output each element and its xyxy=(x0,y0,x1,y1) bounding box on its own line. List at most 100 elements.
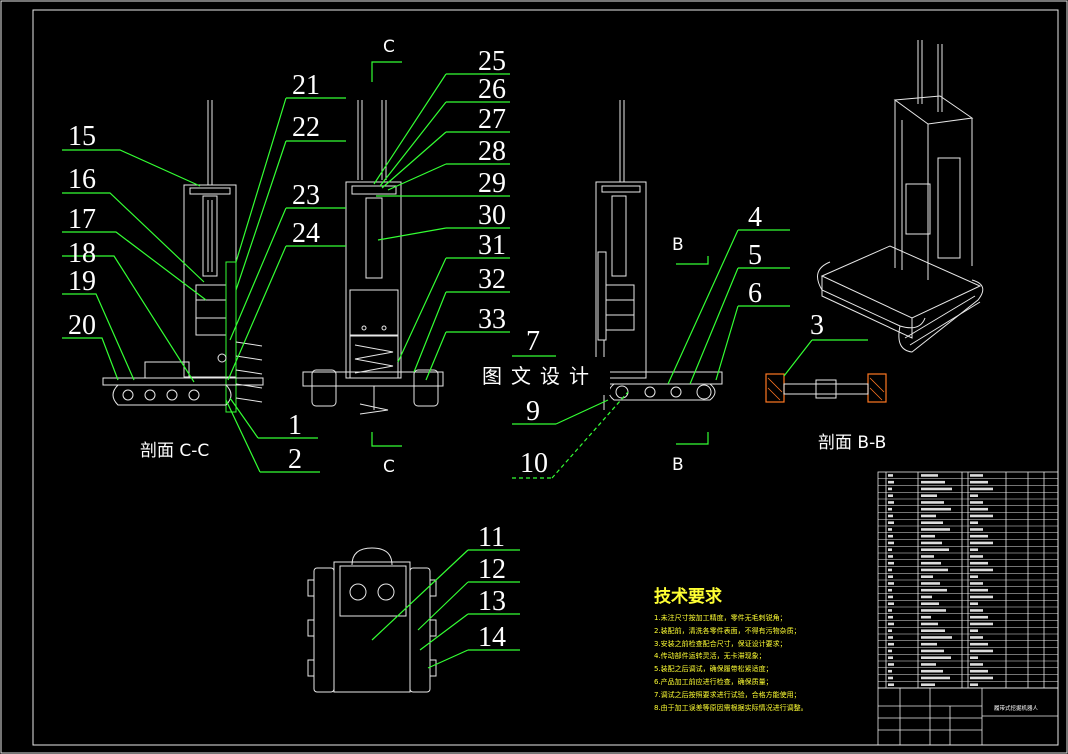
requirement-item: 2.装配前，清洗各零件表面，不得有污物杂质； xyxy=(654,626,801,635)
part-number: 20 xyxy=(68,310,96,341)
parts-list-entry-mark xyxy=(921,588,947,592)
parts-list-entry-mark xyxy=(921,528,950,531)
part-number: 5 xyxy=(748,240,762,271)
parts-list-entry-mark xyxy=(970,663,983,666)
parts-list-entry-mark xyxy=(888,487,892,491)
parts-list-entry-mark xyxy=(970,676,993,680)
parts-list-entry-mark xyxy=(921,683,935,686)
parts-list-entry-mark xyxy=(888,474,893,477)
parts-list-entry-mark xyxy=(888,636,893,639)
part-number: 27 xyxy=(478,104,506,135)
requirement-item: 1.未注尺寸按加工精度，零件无毛刺锐角； xyxy=(654,614,787,622)
parts-list-entry-mark xyxy=(921,555,934,558)
cut-b-bottom-label: B xyxy=(672,455,684,475)
parts-list-entry-mark xyxy=(970,683,978,686)
parts-list-entry-mark xyxy=(888,656,893,659)
parts-list-entry-mark xyxy=(970,480,988,484)
part-number: 6 xyxy=(748,278,762,309)
parts-list-entry-mark xyxy=(921,568,948,572)
part-number: 18 xyxy=(68,238,96,269)
part-number: 15 xyxy=(68,121,96,152)
parts-list-entry-mark xyxy=(970,474,983,477)
parts-list-entry-mark xyxy=(888,588,892,592)
parts-list-entry-mark xyxy=(888,582,894,585)
parts-list-entry-mark xyxy=(921,609,946,612)
parts-list-entry-mark xyxy=(970,561,988,565)
parts-list-entry-mark xyxy=(921,622,938,626)
cut-plane-markers xyxy=(371,61,709,447)
parts-list-entry-mark xyxy=(888,555,893,558)
parts-list-entry-mark xyxy=(888,494,893,497)
parts-list-entry-mark xyxy=(921,642,937,646)
left-view-drawing xyxy=(102,100,264,413)
part-number: 30 xyxy=(478,200,506,231)
parts-list-entry-mark xyxy=(921,602,939,605)
parts-list-entry-mark xyxy=(888,683,894,686)
parts-list-entry-mark xyxy=(970,595,993,599)
parts-list-entry-mark xyxy=(921,501,944,504)
technical-requirements-list: 1.未注尺寸按加工精度，零件无毛刺锐角； 2.装配前，清洗各零件表面，不得有污物… xyxy=(654,612,808,714)
section-bb-label: 剖面 B-B xyxy=(818,433,886,453)
parts-list-entry-mark xyxy=(970,541,993,545)
part-number: 29 xyxy=(478,168,506,199)
requirement-item: 7.调试之后按照要求进行试验，合格方能使用； xyxy=(654,690,801,699)
part-number: 2 xyxy=(288,444,302,475)
parts-list-entry-mark xyxy=(888,548,892,551)
parts-list-entry-mark xyxy=(888,669,892,673)
parts-list-entries xyxy=(888,474,993,686)
parts-list-entry-mark xyxy=(888,528,892,531)
part-number: 25 xyxy=(478,46,506,77)
parts-list-entry-mark xyxy=(888,568,892,572)
parts-list-entry-mark xyxy=(921,507,951,511)
part-number: 21 xyxy=(292,70,320,101)
parts-list-entry-mark xyxy=(888,615,893,619)
parts-list-entry-mark xyxy=(970,528,983,531)
parts-list-entry-mark xyxy=(888,642,894,646)
parts-list-entry-mark xyxy=(970,602,978,605)
parts-list-entry-mark xyxy=(970,575,978,578)
parts-list-entry-mark xyxy=(921,548,949,551)
watermark: 图文设计 xyxy=(470,357,610,395)
parts-list-entry-mark xyxy=(888,541,894,545)
parts-list-entry-mark xyxy=(970,669,988,673)
requirement-item: 8.由于加工误差等原因需根据实际情况进行调整。 xyxy=(654,703,808,712)
parts-list-entry-mark xyxy=(921,534,935,538)
part-number: 12 xyxy=(478,554,506,585)
parts-list-entry-mark xyxy=(921,521,943,524)
parts-list-entry-mark xyxy=(921,636,952,639)
part-number: 13 xyxy=(478,586,506,617)
parts-list-entry-mark xyxy=(921,629,945,632)
inner-frame xyxy=(32,9,1059,746)
part-number: 32 xyxy=(478,264,506,295)
part-number: 3 xyxy=(810,310,824,341)
parts-list-entry-mark xyxy=(970,534,988,538)
parts-list-entry-mark xyxy=(970,501,983,504)
technical-requirements-title: 技术要求 xyxy=(654,587,722,607)
parts-list-entry-mark xyxy=(888,575,893,578)
section-bb-drawing xyxy=(765,373,887,403)
title-block xyxy=(877,687,1059,746)
part-number: 1 xyxy=(288,410,302,441)
front-view-drawing xyxy=(302,100,444,415)
parts-list-entry-mark xyxy=(970,555,983,558)
parts-list-entry-mark xyxy=(888,507,892,511)
parts-list-entry-mark xyxy=(888,534,893,538)
parts-list-entry-mark xyxy=(970,487,993,491)
parts-list-entry-mark xyxy=(970,582,983,585)
requirement-item: 3.安装之前检查配合尺寸，保证设计要求； xyxy=(654,639,787,648)
parts-list-entry-mark xyxy=(921,669,943,673)
cut-c-bottom-label: C xyxy=(383,457,395,477)
parts-list-entry-mark xyxy=(888,501,894,504)
parts-list-entry-mark xyxy=(888,561,894,565)
requirement-item: 4.传动部件运转灵活，无卡滞现象； xyxy=(654,652,766,661)
part-number: 19 xyxy=(68,266,96,297)
parts-list-entry-mark xyxy=(921,663,936,666)
part-number: 14 xyxy=(478,622,506,653)
cut-b-top-label: B xyxy=(672,235,684,255)
part-number: 22 xyxy=(292,112,320,143)
parts-list-entry-mark xyxy=(888,480,894,484)
parts-list-entry-mark xyxy=(921,676,950,680)
parts-list-entry-mark xyxy=(888,602,894,605)
drawing-name: 履带式挖掘机器人 xyxy=(994,704,1039,712)
requirement-item: 6.产品加工前应进行检查，确保质量； xyxy=(654,677,773,686)
